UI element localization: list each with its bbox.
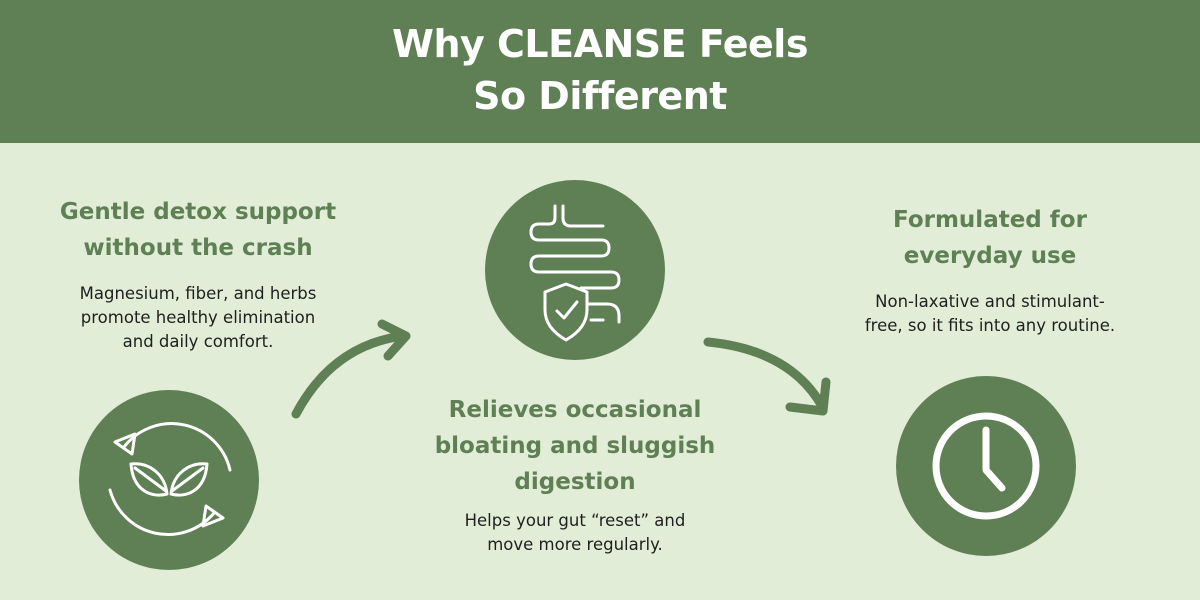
- clock-badge: [896, 376, 1076, 556]
- intestine-shield-icon: [529, 204, 621, 342]
- feature-description-line: Magnesium, fiber, and herbs: [79, 284, 317, 303]
- feature-description-line: free, so it fits into any routine.: [864, 316, 1116, 335]
- feature-description: Helps your gut “reset” and move more reg…: [404, 509, 746, 557]
- feature-description: Magnesium, fiber, and herbs promote heal…: [30, 282, 366, 354]
- feature-heading-line: Formulated for: [893, 207, 1087, 233]
- page-title: Why CLEANSE Feels So Different: [0, 18, 1200, 122]
- title-line-2: So Different: [473, 74, 727, 118]
- feature-heading-line: bloating and sluggish: [434, 433, 716, 459]
- feature-heading-line: Relieves occasional: [448, 397, 702, 423]
- feature-heading-line: everyday use: [903, 243, 1077, 269]
- feature-heading-line: without the crash: [83, 235, 313, 261]
- feature-heading: Relieves occasional bloating and sluggis…: [404, 392, 746, 500]
- header-banner: Why CLEANSE Feels So Different: [0, 0, 1200, 143]
- feature-heading-line: Gentle detox support: [59, 199, 337, 225]
- feature-description-line: Non-laxative and stimulant-: [875, 292, 1105, 311]
- leaf-cycle-icon: [108, 422, 232, 536]
- feature-description-line: promote healthy elimination: [80, 308, 316, 327]
- feature-everyday-use: Formulated for everyday use Non-laxative…: [820, 202, 1160, 338]
- clock-icon: [932, 412, 1040, 520]
- leaf-cycle-badge: [79, 390, 259, 570]
- feature-heading-line: digestion: [514, 469, 636, 495]
- feature-relieves-bloating: Relieves occasional bloating and sluggis…: [404, 392, 746, 557]
- feature-description-line: move more regularly.: [487, 535, 663, 554]
- feature-description-line: Helps your gut “reset” and: [464, 511, 686, 530]
- title-line-1: Why CLEANSE Feels: [392, 22, 808, 66]
- feature-description-line: and daily comfort.: [122, 332, 274, 351]
- feature-gentle-detox: Gentle detox support without the crash M…: [30, 194, 366, 354]
- intestine-shield-badge: [485, 180, 665, 360]
- feature-heading: Formulated for everyday use: [820, 202, 1160, 274]
- feature-description: Non-laxative and stimulant- free, so it …: [820, 290, 1160, 338]
- feature-heading: Gentle detox support without the crash: [30, 194, 366, 266]
